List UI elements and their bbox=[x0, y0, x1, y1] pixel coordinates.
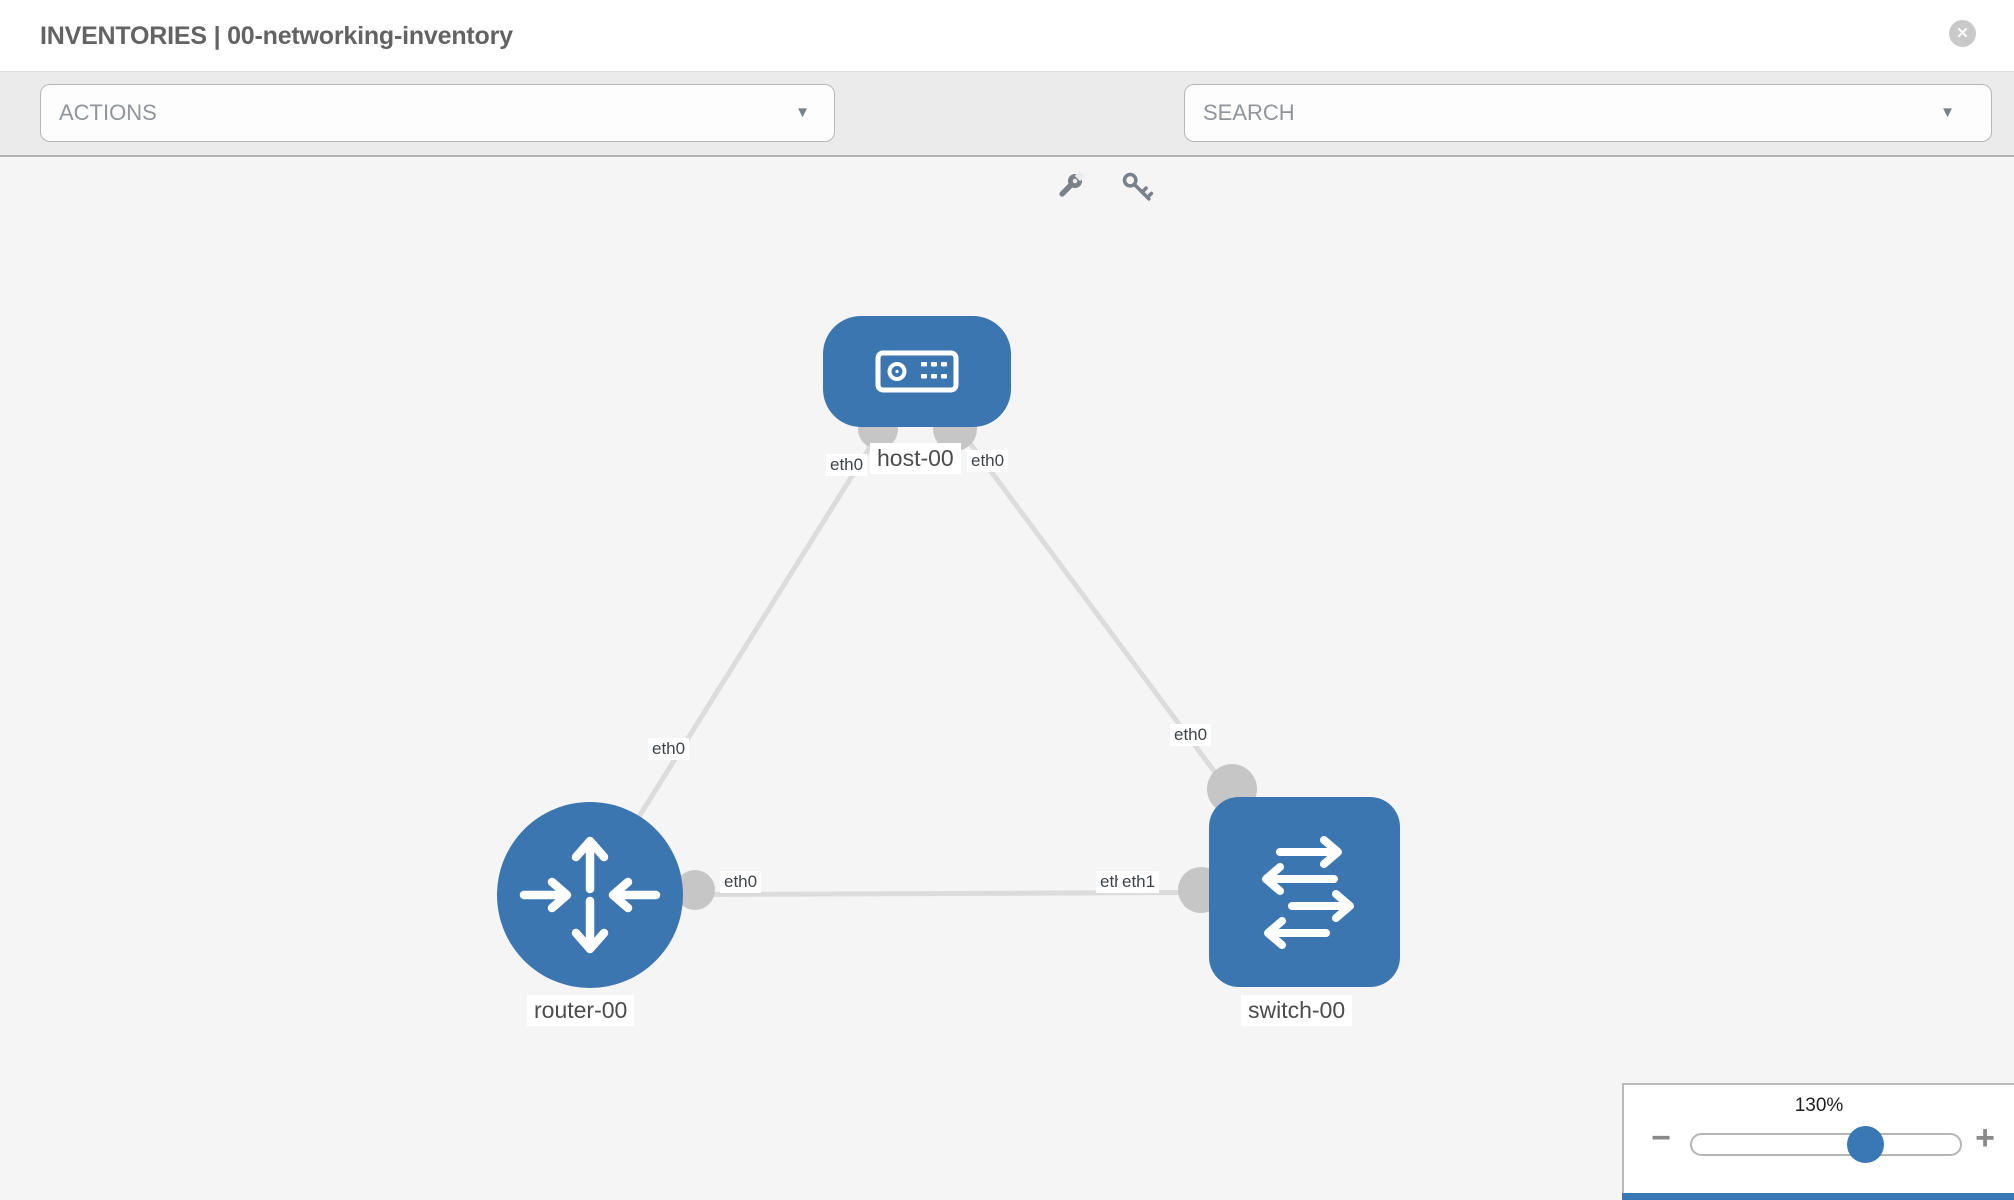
node-host[interactable] bbox=[823, 316, 1011, 427]
close-icon[interactable]: ✕ bbox=[1949, 20, 1976, 47]
actions-dropdown-label: ACTIONS bbox=[59, 100, 157, 125]
interface-label-host-left: eth0 bbox=[826, 454, 868, 476]
endpoints-layer bbox=[675, 407, 1257, 913]
bottom-accent-bar bbox=[1622, 1193, 2014, 1200]
zoom-panel: 130% − + bbox=[1622, 1083, 2014, 1193]
key-glyph bbox=[1122, 172, 1154, 201]
search-dropdown[interactable]: SEARCH ▼ bbox=[1184, 84, 1992, 142]
interface-label-router-port: eth0 bbox=[720, 871, 762, 893]
key-icon[interactable] bbox=[1120, 170, 1154, 204]
endpoint-router-right bbox=[675, 870, 715, 910]
router-icon bbox=[519, 836, 661, 954]
switch-icon bbox=[1262, 836, 1354, 949]
host-icon bbox=[875, 350, 959, 393]
page-header: INVENTORIES | 00-networking-inventory ✕ bbox=[0, 0, 2014, 72]
topology-canvas[interactable] bbox=[0, 157, 2014, 1200]
zoom-out-button[interactable]: − bbox=[1651, 1119, 1671, 1157]
wrench-glyph bbox=[1059, 171, 1085, 197]
chevron-down-icon: ▼ bbox=[1940, 104, 1955, 121]
zoom-level: 130% bbox=[1794, 1095, 1844, 1116]
zoom-in-button[interactable]: + bbox=[1975, 1119, 1995, 1157]
node-label-switch[interactable]: switch-00 bbox=[1241, 995, 1353, 1026]
zoom-slider-thumb[interactable] bbox=[1847, 1126, 1884, 1163]
chevron-down-icon: ▼ bbox=[795, 104, 810, 121]
interface-label-switch-port: eth1 bbox=[1118, 871, 1160, 893]
node-switch[interactable] bbox=[1209, 797, 1400, 987]
interface-label-host-router: eth0 bbox=[648, 738, 690, 760]
zoom-slider-track[interactable] bbox=[1690, 1133, 1962, 1156]
page-title: INVENTORIES | 00-networking-inventory bbox=[40, 22, 513, 50]
actions-dropdown[interactable]: ACTIONS ▼ bbox=[40, 84, 835, 142]
node-label-router[interactable]: router-00 bbox=[527, 995, 635, 1026]
node-router[interactable] bbox=[497, 802, 683, 988]
interface-label-host-right: eth0 bbox=[967, 450, 1009, 472]
interface-label-host-switch: eth0 bbox=[1170, 724, 1212, 746]
node-label-host[interactable]: host-00 bbox=[870, 443, 961, 474]
search-dropdown-label: SEARCH bbox=[1203, 100, 1295, 125]
wrench-icon[interactable] bbox=[1052, 170, 1086, 204]
toolbar: ACTIONS ▼ SEARCH ▼ bbox=[0, 72, 2014, 201]
